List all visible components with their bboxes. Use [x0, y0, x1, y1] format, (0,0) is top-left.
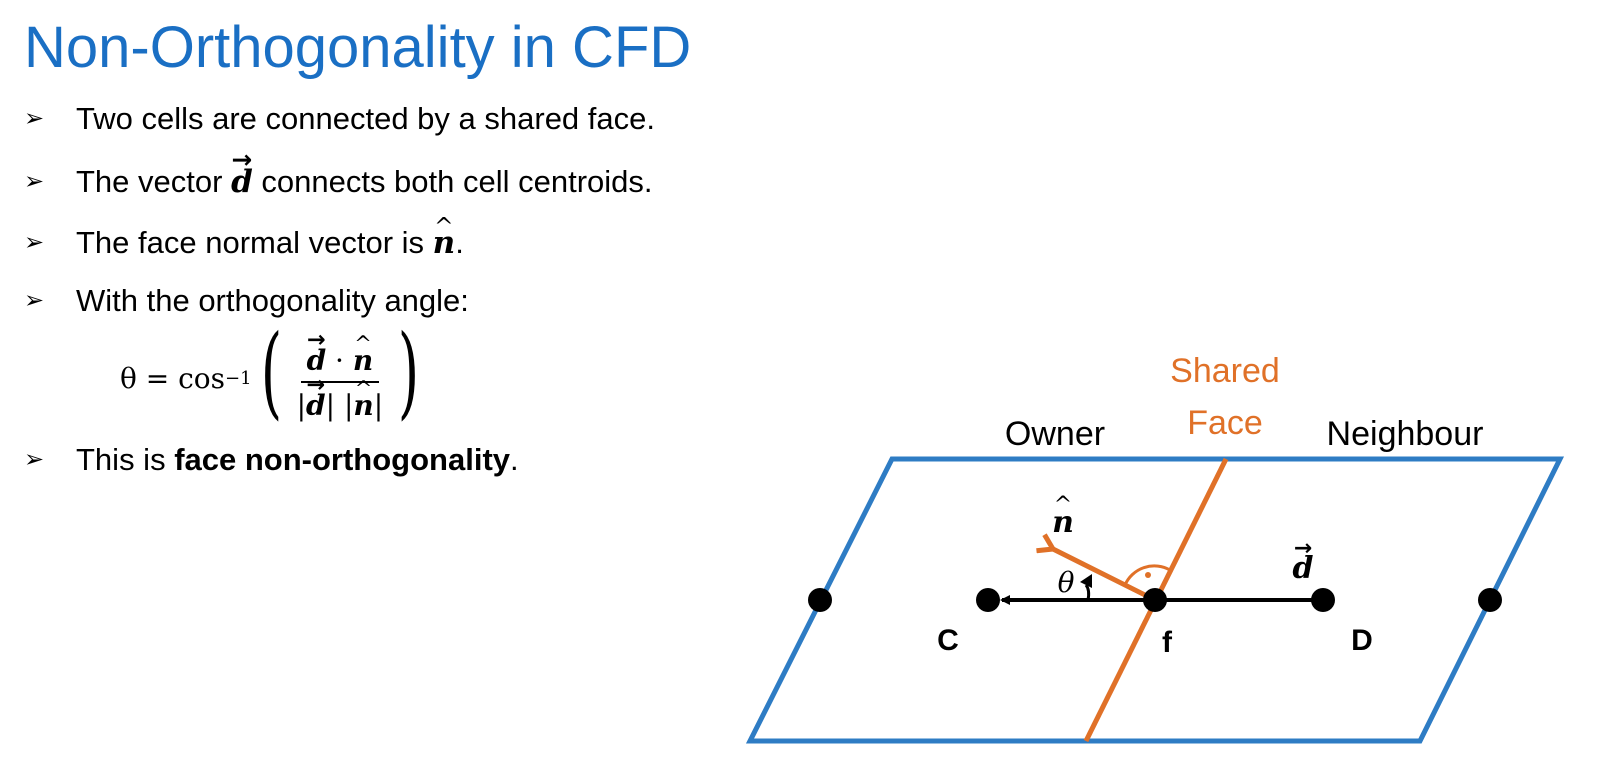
right-boundary-point	[1478, 588, 1502, 612]
theta-arrowhead	[1080, 574, 1092, 588]
arrow-bullet-icon: ➢	[24, 445, 45, 473]
theta-label: θ	[1058, 566, 1075, 599]
left-boundary-point	[808, 588, 832, 612]
arrow-bullet-icon: ➢	[24, 228, 45, 256]
bullet-text: With the orthogonality angle:	[76, 283, 469, 318]
bullet-text: The vector	[76, 164, 232, 199]
formula-num-d: d	[307, 327, 327, 377]
bullet-text: Two cells are connected by a shared face…	[76, 101, 655, 136]
normal-vector-line	[1053, 549, 1157, 603]
d-arrow-mark: →	[1294, 536, 1312, 561]
bullet-angle-intro: ➢ With the orthogonality angle:	[24, 285, 469, 316]
vector-d-label: d	[1293, 551, 1314, 586]
neighbour-label: Neighbour	[1327, 415, 1484, 453]
formula-right-paren: )	[397, 313, 420, 430]
point-c-label: C	[937, 624, 959, 657]
vector-d-symbol: d	[231, 148, 253, 198]
shared-label: Shared	[1170, 352, 1280, 390]
bullet-normal-vector: ➢ The face normal vector is n.	[24, 215, 464, 260]
arrow-bullet-icon: ➢	[24, 104, 45, 132]
point-f-label: f	[1162, 626, 1173, 659]
point-d-label: D	[1351, 624, 1373, 657]
bullet-shared-face: ➢ Two cells are connected by a shared fac…	[24, 103, 655, 134]
formula-denominator: |d| |n|	[291, 372, 390, 422]
face-label: Face	[1187, 404, 1263, 442]
bullet-text: .	[510, 442, 519, 477]
bullet-text: connects both cell centroids.	[252, 164, 653, 199]
bullet-text: The face normal vector is	[76, 225, 433, 260]
formula-fraction: d · n |d| |n|	[291, 327, 390, 422]
formula-left-paren: (	[260, 313, 282, 430]
formula-num-n: n	[353, 332, 374, 377]
orthogonality-formula: θ = cos−1 ( d · n |d| |n| )	[120, 322, 428, 428]
formula-dot: ·	[326, 344, 353, 377]
vector-n-symbol: n	[433, 215, 456, 259]
vector-n-label: n	[1052, 505, 1074, 540]
centroid-d-point	[1311, 588, 1335, 612]
n-hat-mark: ^	[1054, 493, 1072, 518]
arrow-bullet-icon: ➢	[24, 167, 45, 195]
face-center-f-point	[1143, 588, 1167, 612]
formula-numerator: d · n	[300, 327, 380, 383]
bullet-bold-text: face non-orthogonality	[174, 442, 511, 477]
formula-den-d: d	[306, 372, 326, 422]
formula-exponent: −1	[225, 367, 252, 389]
centroid-c-point	[976, 588, 1000, 612]
formula-lhs: θ = cos	[120, 361, 226, 395]
right-angle-dot	[1145, 572, 1151, 578]
bullet-vector-d: ➢ The vector d connects both cell centroi…	[24, 148, 653, 199]
bullet-conclusion: ➢ This is face non-orthogonality.	[24, 444, 519, 475]
cell-outline	[745, 456, 1565, 744]
theta-angle-arc	[1084, 584, 1091, 601]
page-title: Non-Orthogonality in CFD	[24, 15, 692, 80]
bullet-text: .	[455, 225, 464, 260]
right-angle-arc	[1123, 564, 1171, 586]
owner-label: Owner	[1005, 415, 1105, 453]
arrow-bullet-icon: ➢	[24, 286, 45, 314]
bullet-text: This is	[76, 442, 175, 477]
formula-den-n: n	[353, 377, 374, 422]
